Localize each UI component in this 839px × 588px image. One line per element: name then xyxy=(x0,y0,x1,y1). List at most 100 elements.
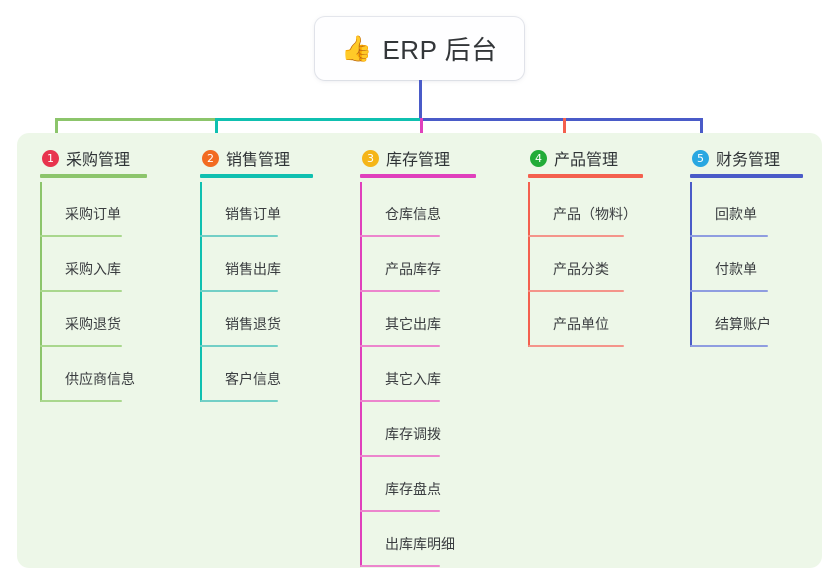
branch-item-rule xyxy=(528,290,624,292)
branch-item-rule xyxy=(690,290,768,292)
branch-item-rule xyxy=(200,345,278,347)
branch-item-label: 结算账户 xyxy=(715,316,771,332)
branch-item[interactable]: 产品库存 xyxy=(360,237,450,292)
branch-item[interactable]: 采购退货 xyxy=(40,292,130,347)
branch-item-list: 产品（物料） 产品分类产品单位 xyxy=(528,182,637,347)
thumbs-up-icon: 👍 xyxy=(341,34,373,63)
branch-item[interactable]: 出库库明细 xyxy=(360,512,455,567)
branch-number-badge: 3 xyxy=(362,149,379,167)
branch-item-rule xyxy=(360,400,440,402)
connector-trunk xyxy=(419,80,422,121)
branch-header-rule xyxy=(690,174,803,178)
branch-spine xyxy=(200,182,202,402)
branch-item-label: 仓库信息 xyxy=(385,206,441,222)
branch-item[interactable]: 其它出库 xyxy=(360,292,450,347)
branch-item-label: 产品分类 xyxy=(553,261,609,277)
branch-item-rule xyxy=(528,345,624,347)
branch-column-1: 1 采购管理采购订单采购入库采购退货供应商信息 xyxy=(40,143,147,402)
branch-item[interactable]: 付款单 xyxy=(690,237,780,292)
branch-item-label: 产品（物料） xyxy=(553,206,637,222)
branch-item[interactable]: 销售退货 xyxy=(200,292,290,347)
connector-bar-left xyxy=(55,118,215,121)
branch-item-label: 客户信息 xyxy=(225,371,281,387)
branch-item-label: 付款单 xyxy=(715,261,757,277)
branch-spine xyxy=(360,182,362,567)
branch-item-rule xyxy=(360,235,440,237)
branch-header-4[interactable]: 4 产品管理 xyxy=(528,143,643,178)
branch-item-label: 库存盘点 xyxy=(385,481,441,497)
branch-item-rule xyxy=(360,565,440,567)
branches-panel xyxy=(17,133,822,568)
branch-item[interactable]: 销售出库 xyxy=(200,237,290,292)
branch-title: 库存管理 xyxy=(386,152,451,169)
branch-item[interactable]: 其它入库 xyxy=(360,347,450,402)
branch-item-list: 采购订单采购入库采购退货供应商信息 xyxy=(40,182,135,402)
branch-item-rule xyxy=(40,290,122,292)
branch-item[interactable]: 回款单 xyxy=(690,182,780,237)
branch-item-label: 其它出库 xyxy=(385,316,441,332)
branch-item-label: 采购订单 xyxy=(65,206,121,222)
branch-item-label: 销售退货 xyxy=(225,316,281,332)
branch-item-label: 销售订单 xyxy=(225,206,281,222)
branch-item-rule xyxy=(200,235,278,237)
branch-item-list: 销售订单销售出库销售退货客户信息 xyxy=(200,182,290,402)
branch-item[interactable]: 销售订单 xyxy=(200,182,290,237)
branch-column-4: 4 产品管理产品（物料） 产品分类产品单位 xyxy=(528,143,643,347)
branch-number-badge: 4 xyxy=(530,149,547,167)
branch-header-rule xyxy=(360,174,476,178)
branch-column-5: 5 财务管理回款单付款单结算账户 xyxy=(690,143,803,347)
branch-item-rule xyxy=(360,290,440,292)
branch-item-label: 库存调拨 xyxy=(385,426,441,442)
branch-item-list: 回款单付款单结算账户 xyxy=(690,182,780,347)
branch-item[interactable]: 采购入库 xyxy=(40,237,130,292)
branch-item-label: 采购退货 xyxy=(65,316,121,332)
branch-number-badge: 1 xyxy=(42,149,59,167)
branch-item-rule xyxy=(200,290,278,292)
branch-title: 产品管理 xyxy=(554,152,619,169)
branch-header-rule xyxy=(528,174,643,178)
branch-column-3: 3 库存管理仓库信息产品库存其它出库其它入库库存调拨库存盘点出库库明细 xyxy=(360,143,476,567)
branch-header-1[interactable]: 1 采购管理 xyxy=(40,143,147,178)
branch-spine xyxy=(528,182,530,347)
root-title: ERP 后台 xyxy=(382,35,498,65)
branch-item[interactable]: 客户信息 xyxy=(200,347,290,402)
branch-item[interactable]: 产品（物料） xyxy=(528,182,637,237)
branch-item[interactable]: 产品单位 xyxy=(528,292,624,347)
branch-item[interactable]: 产品分类 xyxy=(528,237,624,292)
branch-title: 财务管理 xyxy=(716,152,781,169)
branch-item-rule xyxy=(40,235,122,237)
connector-bar-mid xyxy=(215,118,420,121)
branch-header-rule xyxy=(40,174,147,178)
branch-title: 采购管理 xyxy=(66,152,131,169)
branch-item-label: 供应商信息 xyxy=(65,371,135,387)
branch-item-rule xyxy=(690,235,768,237)
branch-item-list: 仓库信息产品库存其它出库其它入库库存调拨库存盘点出库库明细 xyxy=(360,182,455,567)
branch-item[interactable]: 供应商信息 xyxy=(40,347,135,402)
branch-item[interactable]: 库存盘点 xyxy=(360,457,450,512)
branch-item-label: 回款单 xyxy=(715,206,757,222)
branch-header-3[interactable]: 3 库存管理 xyxy=(360,143,476,178)
branch-item-label: 产品库存 xyxy=(385,261,441,277)
branch-item-label: 采购入库 xyxy=(65,261,121,277)
branch-item-rule xyxy=(360,455,440,457)
branch-item-rule xyxy=(200,400,278,402)
branch-item[interactable]: 库存调拨 xyxy=(360,402,450,457)
branch-spine xyxy=(690,182,692,347)
branch-item-label: 其它入库 xyxy=(385,371,441,387)
branch-item-rule xyxy=(40,345,122,347)
branch-item-rule xyxy=(40,400,122,402)
branch-item[interactable]: 仓库信息 xyxy=(360,182,450,237)
branch-spine xyxy=(40,182,42,402)
connector-bar-right xyxy=(420,118,703,121)
root-node[interactable]: 👍 ERP 后台 xyxy=(315,17,524,80)
branch-number-badge: 5 xyxy=(692,149,709,167)
branch-header-rule xyxy=(200,174,313,178)
branch-item-rule xyxy=(360,510,440,512)
branch-item[interactable]: 采购订单 xyxy=(40,182,130,237)
branch-item-rule xyxy=(528,235,624,237)
branch-item[interactable]: 结算账户 xyxy=(690,292,780,347)
branch-header-5[interactable]: 5 财务管理 xyxy=(690,143,803,178)
